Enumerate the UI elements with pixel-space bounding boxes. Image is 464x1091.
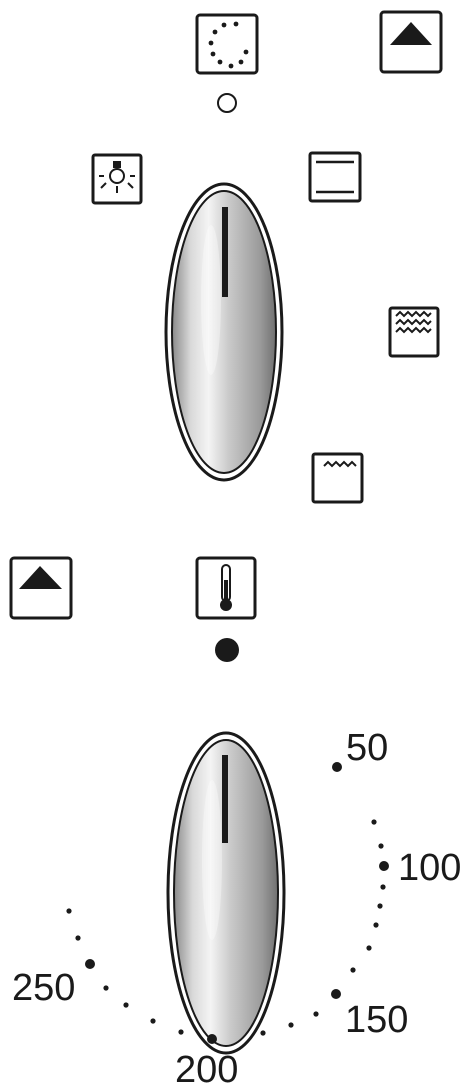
scale-label-50: 50 xyxy=(346,727,388,769)
scale-label-250: 250 xyxy=(12,967,75,1009)
grill-large-icon xyxy=(390,308,438,356)
scale-dot-250 xyxy=(85,959,95,969)
top-indicator-icon xyxy=(197,15,257,73)
scale-label-100: 100 xyxy=(398,847,461,889)
temperature-knob[interactable] xyxy=(168,733,284,1053)
scale-dot-50 xyxy=(332,762,342,772)
scale-dot-150 xyxy=(331,989,341,999)
oven-light-icon xyxy=(93,155,141,203)
position-marker-dot xyxy=(215,638,239,662)
triangle-up-icon[interactable] xyxy=(381,12,441,72)
top-bottom-heat-icon xyxy=(310,153,360,201)
function-knob-pointer xyxy=(222,207,228,297)
grill-small-icon xyxy=(313,454,362,502)
scale-dot-200 xyxy=(207,1034,217,1044)
position-marker-circle xyxy=(218,94,236,112)
triangle-up-left-icon[interactable] xyxy=(11,558,71,618)
scale-label-200: 200 xyxy=(175,1049,238,1091)
temperature-knob-pointer xyxy=(222,755,228,843)
thermometer-icon xyxy=(197,558,255,618)
scale-label-150: 150 xyxy=(345,999,408,1041)
scale-dot-100 xyxy=(379,861,389,871)
function-knob[interactable] xyxy=(166,184,282,480)
